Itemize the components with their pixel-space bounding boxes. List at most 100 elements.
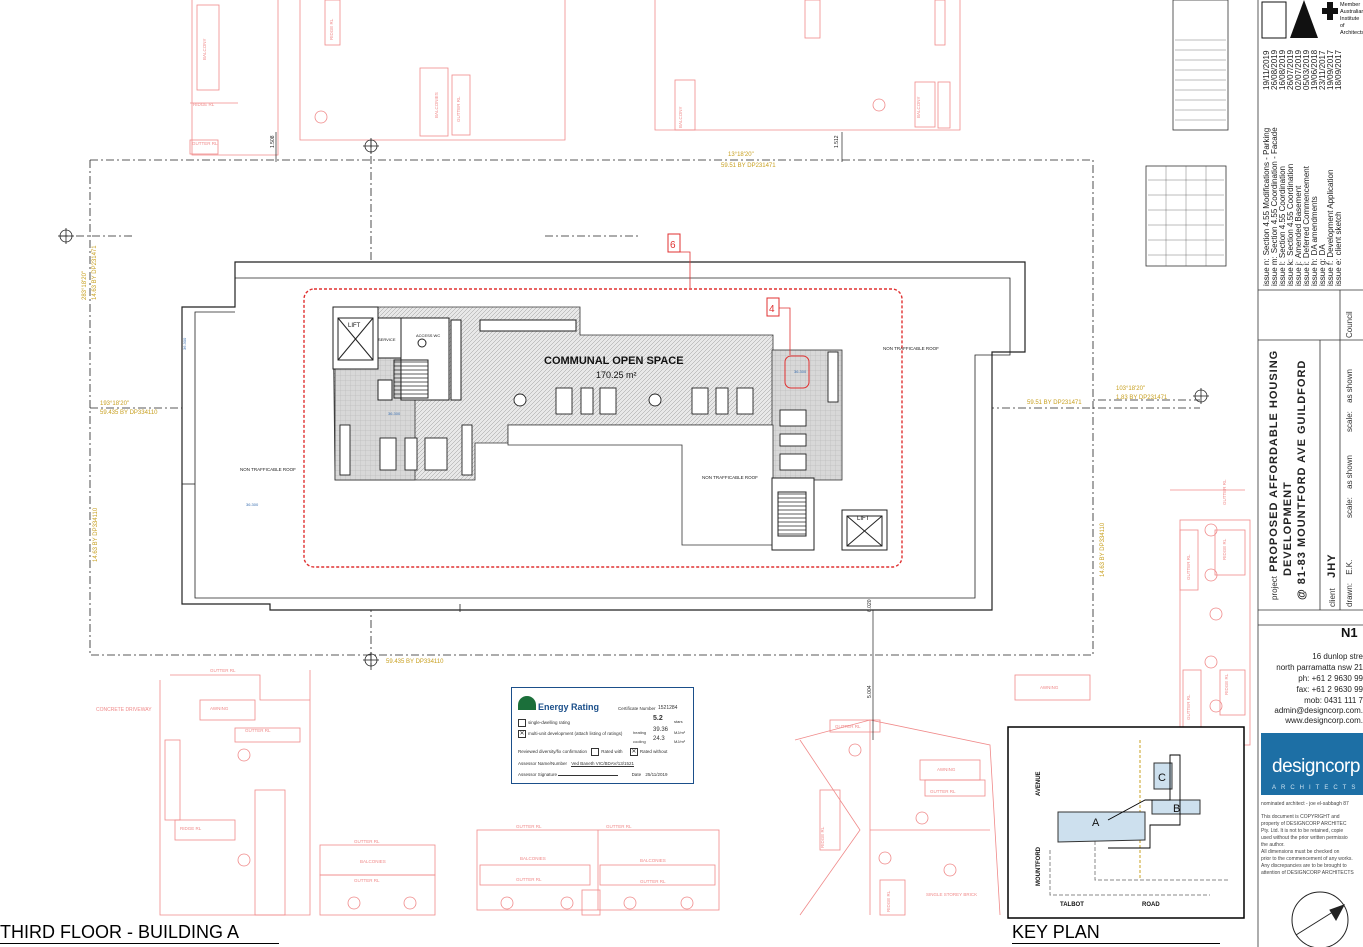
scale-label-2: scale: [1345, 411, 1354, 432]
setback-4: 5.004 [867, 685, 873, 698]
revision-tag-4: 4 [769, 304, 775, 315]
key-street-mountford: MOUNTFORD [1036, 846, 1042, 886]
rated-with-checkbox [591, 748, 600, 756]
neighbour-ridge-5: RIDGE RL [1224, 673, 1229, 695]
scale-label-1: scale: [1345, 497, 1354, 518]
certificate-number: 1521284 [658, 705, 678, 711]
neighbour-balconies-3: BALCONIES [520, 856, 546, 861]
email-link[interactable]: admin@designcorp.com. [1274, 706, 1363, 715]
neighbour-gutter-6: GUTTER RL [354, 878, 380, 883]
key-building-c: C [1158, 772, 1166, 784]
signature-line [558, 775, 619, 776]
cooling-value: 24.3 [653, 736, 665, 742]
signature-label: Assessor Signature [518, 772, 558, 777]
rated-without-label: Rated without [639, 749, 668, 755]
neighbour-gutter-9: GUTTER RL [516, 877, 542, 882]
key-building-b: B [1173, 803, 1180, 815]
issue-label: issue e: [1334, 258, 1343, 286]
revision-cloud [303, 233, 903, 568]
neighbour-ridge-3: RIDGE RL [180, 826, 202, 831]
website-link[interactable]: www.designcorp.com. [1285, 716, 1363, 725]
multi-unit-row: ✕multi-unit development (attach listing … [518, 730, 622, 738]
bottom-length: 59.435 BY DP334110 [386, 659, 444, 665]
drawn-row: drawn: E.K. [1345, 560, 1354, 607]
neighbour-balconies-4: BALCONIES [640, 858, 666, 863]
assessor-row: Assessor Name/Number Ved Baneth VIC/BDAV… [518, 761, 634, 767]
communal-furniture [339, 351, 839, 476]
setback-2: 1.512 [834, 135, 840, 148]
issue-date: 18/09/2017 [1334, 49, 1343, 90]
neighbour-gutter-7: GUTTER RL [516, 824, 542, 829]
assessor-value: Ved Baneth VIC/BDAV/13/1521 [571, 761, 634, 767]
stars-unit: stars [674, 719, 683, 724]
copyright-line: Pty. Ltd. It is not to be retained, copi… [1261, 828, 1344, 834]
rated-with-label: Rated with [601, 749, 623, 755]
lift-core-b [771, 477, 888, 551]
heating-value: 39.36 [653, 727, 669, 733]
neighbour-buildings-right [1014, 489, 1251, 746]
neighbour-ridge-6: RIDGE RL [820, 826, 825, 848]
neighbour-ridge-7: RIDGE RL [886, 890, 891, 912]
neighbour-buildings-bottom [159, 670, 1001, 916]
mid-left-length: 59.435 BY DP334110 [100, 410, 158, 416]
aia-logo [1261, 0, 1338, 39]
address-line-2: north parramatta nsw 21 [1276, 663, 1363, 672]
neighbour-ridge-4: RIDGE RL [1222, 538, 1227, 560]
heating-unit: MJ/m² [674, 730, 686, 735]
neighbour-gutter-8: GUTTER RL [606, 824, 632, 829]
roof-label-right: NON TRAFFICABLE ROOF [883, 346, 939, 351]
communal-area: 170.25 m² [596, 370, 637, 380]
assessor-label: Assessor Name/Number [518, 761, 568, 766]
neighbour-balcony-3: BALCONY [916, 96, 921, 118]
scale-value-2: as shown [1345, 369, 1354, 403]
cooling-label: cooling [633, 739, 646, 744]
survey-markers [58, 138, 1209, 668]
copyright-line: Any discrepancies are to be brought to [1261, 863, 1347, 869]
neighbour-balcony-1: BALCONY [202, 38, 207, 60]
multi-unit-note: (attach listing of ratings) [574, 731, 623, 737]
scale-row-2: scale: as shown [1345, 369, 1354, 432]
neighbour-gutter-12: GUTTER RL [930, 789, 956, 794]
multi-unit-checkbox: ✕ [518, 730, 526, 738]
level-2: 36.300 [246, 502, 259, 507]
issue-row: issue e:client sketch [1334, 211, 1343, 286]
copyright-line: the author. [1261, 842, 1285, 848]
left-length: 14.63 BY DP231471 [92, 245, 98, 300]
left-lower-length: 14.63 BY DP334110 [93, 507, 99, 562]
council-label: Council [1345, 311, 1354, 338]
neighbour-gutter-4: GUTTER RL [245, 728, 271, 733]
designcorp-logo [1261, 733, 1363, 795]
neighbour-concrete: CONCRETE DRIVEWAY [96, 707, 152, 713]
far-right-bearing: 103°18'20" [1116, 386, 1145, 392]
level-3: 36.300 [794, 369, 807, 374]
title-block-frame [1145, 0, 1363, 947]
certificate-label: Certificate Number [618, 706, 656, 711]
lift-label-b: LIFT [857, 516, 870, 522]
neighbour-awning-1: AWNING [210, 706, 229, 711]
fax: fax: +61 2 9630 99 [1296, 685, 1363, 694]
neighbour-gutter-3: GUTTER RL [210, 668, 236, 673]
far-right-length: 1.83 BY DP231471 [1116, 395, 1168, 401]
scale-row-1: scale: as shown [1345, 455, 1354, 518]
neighbour-ridge-1: RIDGE RL [329, 18, 334, 40]
firm-name: designcorp [1272, 756, 1360, 777]
project-label-row: project PROPOSED AFFORDABLE HOUSING [1268, 350, 1280, 600]
key-street-road: ROAD [1142, 902, 1160, 908]
stars-value: 5.2 [653, 715, 663, 722]
neighbour-gutter-13: GUTTER RL [1222, 479, 1227, 505]
neighbour-balcony-2: BALCONY [678, 106, 683, 128]
copyright-line: property of DESIGNCORP ARCHITEC [1261, 821, 1347, 827]
roof-label-left: NON TRAFFICABLE ROOF [240, 467, 296, 472]
phone: ph: +61 2 9630 99 [1298, 674, 1363, 683]
mid-right-length: 59.51 BY DP231471 [1027, 400, 1082, 406]
copyright-line: used without the prior written permissio [1261, 835, 1348, 841]
single-dwelling-row: single-dwelling rating [518, 719, 570, 727]
setback-1: 1.508 [270, 135, 276, 148]
neighbour-gutter-14: GUTTER RL [1186, 554, 1191, 580]
drawing-title: THIRD FLOOR - BUILDING A [0, 922, 280, 944]
key-plan-frame [1007, 726, 1245, 919]
drawn-value: E.K. [1345, 559, 1354, 575]
neighbour-ridge-2: RIDGE RL [193, 102, 215, 107]
energy-rating-brand: Energy Rating [538, 702, 600, 712]
